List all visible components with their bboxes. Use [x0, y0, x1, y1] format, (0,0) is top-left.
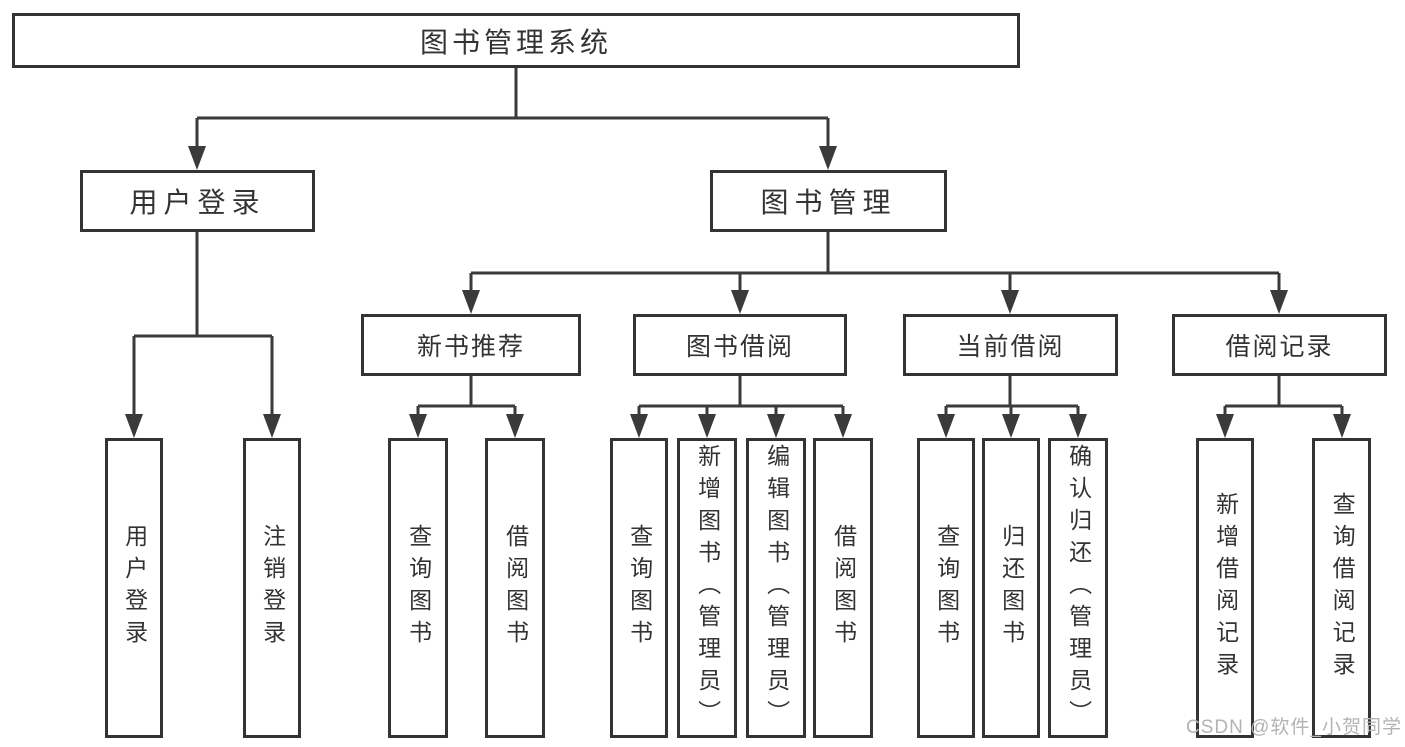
leaf-borrow-books-2-label: 借阅图书 — [830, 524, 857, 652]
leaf-query-borrow-record: 查询借阅记录 — [1312, 438, 1371, 738]
csdn-watermark: CSDN @软件_小贺同学 — [1186, 717, 1402, 738]
arrow-down-icon — [767, 414, 785, 438]
connector-borrow-records-children — [1216, 376, 1351, 438]
leaf-add-borrow-record-label: 新增借阅记录 — [1212, 492, 1239, 684]
arrow-down-icon — [630, 414, 648, 438]
leaf-logout-label: 注销登录 — [259, 524, 286, 652]
arrow-down-icon — [834, 414, 852, 438]
arrow-down-icon — [188, 146, 206, 170]
arrow-down-icon — [125, 414, 143, 438]
leaf-return-books-label: 归还图书 — [998, 524, 1025, 652]
node-user-login: 用户登录 — [80, 170, 315, 232]
arrow-down-icon — [409, 414, 427, 438]
arrow-down-icon — [819, 146, 837, 170]
arrow-down-icon — [731, 290, 749, 314]
arrow-down-icon — [462, 290, 480, 314]
arrow-down-icon — [506, 414, 524, 438]
leaf-query-books-2: 查询图书 — [610, 438, 668, 738]
arrow-down-icon — [263, 414, 281, 438]
arrow-down-icon — [937, 414, 955, 438]
node-new-book-rec: 新书推荐 — [361, 314, 581, 376]
arrow-down-icon — [1002, 414, 1020, 438]
leaf-edit-books-admin: 编辑图书（管理员） — [746, 438, 806, 738]
connector-current-borrow-children — [937, 376, 1087, 438]
leaf-borrow-books-1-label: 借阅图书 — [502, 524, 529, 652]
arrow-down-icon — [1001, 290, 1019, 314]
leaf-query-borrow-record-label: 查询借阅记录 — [1329, 492, 1356, 684]
node-book-borrow-label: 图书借阅 — [685, 333, 794, 361]
leaf-borrow-books-2: 借阅图书 — [813, 438, 873, 738]
node-book-mgmt: 图书管理 — [710, 170, 947, 232]
leaf-add-books-admin-label: 新增图书（管理员） — [694, 444, 721, 732]
arrow-down-icon — [1333, 414, 1351, 438]
node-book-borrow: 图书借阅 — [633, 314, 847, 376]
arrow-down-icon — [1069, 414, 1087, 438]
leaf-edit-books-admin-label: 编辑图书（管理员） — [763, 444, 790, 732]
node-borrow-records: 借阅记录 — [1172, 314, 1387, 376]
node-current-borrow-label: 当前借阅 — [956, 333, 1065, 361]
leaf-confirm-return-admin-label: 确认归还（管理员） — [1065, 444, 1092, 732]
node-root-label: 图书管理系统 — [419, 26, 612, 58]
leaf-query-books-2-label: 查询图书 — [626, 524, 653, 652]
leaf-user-login: 用户登录 — [105, 438, 163, 738]
connector-book-mgmt-to-level3 — [462, 232, 1288, 314]
connector-book-borrow-children — [630, 376, 852, 438]
node-new-book-rec-label: 新书推荐 — [416, 333, 525, 361]
node-root: 图书管理系统 — [12, 13, 1020, 68]
leaf-add-borrow-record: 新增借阅记录 — [1196, 438, 1254, 738]
connector-user-login-children — [125, 232, 281, 438]
leaf-query-books-1-label: 查询图书 — [405, 524, 432, 652]
leaf-query-books-3: 查询图书 — [917, 438, 975, 738]
leaf-confirm-return-admin: 确认归还（管理员） — [1048, 438, 1108, 738]
leaf-borrow-books-1: 借阅图书 — [485, 438, 545, 738]
connector-new-book-rec-children — [409, 376, 524, 438]
leaf-logout: 注销登录 — [243, 438, 301, 738]
node-current-borrow: 当前借阅 — [903, 314, 1118, 376]
leaf-query-books-1: 查询图书 — [388, 438, 448, 738]
node-borrow-records-label: 借阅记录 — [1225, 333, 1334, 361]
leaf-user-login-label: 用户登录 — [121, 524, 148, 652]
arrow-down-icon — [698, 414, 716, 438]
arrow-down-icon — [1216, 414, 1234, 438]
arrow-down-icon — [1270, 290, 1288, 314]
leaf-add-books-admin: 新增图书（管理员） — [677, 438, 737, 738]
node-user-login-label: 用户登录 — [129, 187, 266, 218]
node-book-mgmt-label: 图书管理 — [760, 187, 897, 218]
leaf-query-books-3-label: 查询图书 — [933, 524, 960, 652]
connector-root-to-level2 — [188, 68, 837, 170]
leaf-return-books: 归还图书 — [982, 438, 1040, 738]
